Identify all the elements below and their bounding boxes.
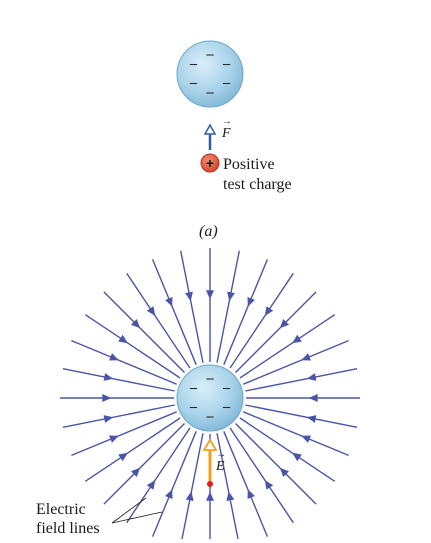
field-line — [181, 433, 204, 540]
negative-charge-mark: − — [206, 85, 215, 102]
negative-sphere-b — [176, 364, 244, 432]
field-line — [216, 250, 240, 363]
vector-arrow-icon: → — [216, 449, 226, 460]
field-line-arrowhead — [306, 373, 317, 381]
field-line — [245, 404, 358, 428]
field-line-arrowhead — [279, 467, 289, 477]
field-line-arrowhead — [165, 489, 173, 499]
field-line-arrowhead — [165, 297, 173, 307]
negative-charge-mark: − — [189, 381, 198, 398]
field-lines-pointer-1 — [111, 497, 147, 524]
field-line-arrowhead — [102, 394, 112, 402]
field-line — [84, 417, 181, 482]
test-charge-label-line1: Positive — [223, 156, 275, 173]
field-line-arrowhead — [103, 415, 114, 423]
negative-charge-mark: − — [189, 57, 198, 74]
field-lines-label-line2: field lines — [36, 520, 100, 537]
field-line-arrowhead — [306, 415, 317, 423]
panel-b: −−−−−− — [60, 248, 360, 540]
force-arrow-head — [203, 123, 217, 135]
field-line-arrowhead — [206, 290, 214, 300]
e-field-label: → E — [216, 449, 226, 475]
field-line — [180, 250, 204, 363]
field-line-arrowhead — [227, 291, 235, 302]
field-line-arrowhead — [146, 306, 156, 316]
field-line — [62, 368, 175, 392]
field-line-arrowhead — [109, 435, 119, 443]
field-line — [229, 427, 294, 524]
field-line-arrowhead — [292, 452, 302, 462]
positive-test-charge — [200, 153, 220, 173]
vector-arrow-icon: → — [222, 116, 232, 127]
negative-charge-mark: − — [206, 47, 215, 64]
field-line — [62, 404, 175, 428]
field-line-arrowhead — [279, 319, 289, 329]
negative-charge-mark: − — [222, 400, 231, 417]
field-lines-label: Electric field lines — [36, 500, 100, 538]
field-lines-pointer-2 — [111, 511, 163, 524]
test-charge-label-line2: test charge — [223, 176, 292, 193]
field-line-arrowhead — [131, 467, 141, 477]
test-charge-sign: + — [206, 155, 214, 171]
field-line-arrowhead — [301, 353, 311, 361]
field-line — [243, 339, 349, 385]
negative-charge-mark: − — [189, 400, 198, 417]
field-line — [84, 314, 181, 379]
field-line-arrowhead — [103, 373, 114, 381]
field-line-arrowhead — [185, 291, 193, 302]
panel-a: −−−−−− + — [176, 40, 244, 173]
negative-charge-mark: − — [222, 57, 231, 74]
field-line — [239, 314, 336, 379]
field-line — [235, 423, 317, 505]
negative-charge-mark: − — [222, 381, 231, 398]
field-line-arrowhead — [118, 452, 128, 462]
field-line — [235, 291, 317, 373]
negative-sphere-a — [176, 40, 244, 108]
field-line-arrowhead — [226, 491, 235, 501]
negative-charge-mark: − — [206, 371, 215, 388]
field-point — [207, 481, 213, 487]
field-line-arrowhead — [131, 319, 141, 329]
field-line-arrowhead — [292, 334, 302, 344]
field-line-arrowhead — [264, 480, 274, 490]
panel-a-caption: (a) — [199, 223, 218, 240]
field-line — [216, 433, 239, 540]
field-line — [151, 431, 197, 537]
negative-charge-mark: − — [189, 76, 198, 93]
field-lines — [60, 248, 360, 540]
field-line-arrowhead — [264, 306, 274, 316]
field-line — [103, 291, 185, 373]
e-field-arrow-head — [202, 438, 218, 451]
field-line-arrowhead — [206, 491, 214, 501]
field-lines-label-line1: Electric — [36, 501, 86, 518]
negative-charge-marks-b: −−−−−− — [189, 371, 231, 426]
force-label: → F — [222, 116, 232, 142]
field-line — [223, 259, 269, 365]
field-line-arrowhead — [185, 491, 194, 501]
field-line — [103, 423, 185, 505]
field-line — [223, 431, 269, 537]
field-line-arrowhead — [247, 297, 255, 307]
field-line-arrowhead — [247, 489, 255, 499]
field-line-arrowhead — [118, 334, 128, 344]
field-line — [229, 272, 294, 369]
field-line-arrowhead — [109, 353, 119, 361]
field-line-arrowhead — [308, 394, 318, 402]
negative-charge-mark: − — [206, 409, 215, 426]
negative-charge-mark: − — [222, 76, 231, 93]
field-line-arrowhead — [301, 435, 311, 443]
field-line — [243, 411, 349, 457]
negative-charge-marks-a: −−−−−− — [189, 47, 231, 102]
field-line — [151, 259, 197, 365]
field-line-arrowhead — [146, 480, 156, 490]
field-line — [71, 411, 177, 457]
test-charge-label: Positive test charge — [223, 155, 292, 195]
field-line — [245, 368, 358, 392]
field-line — [126, 427, 191, 524]
field-line — [239, 417, 336, 482]
field-line — [71, 339, 177, 385]
field-line — [126, 272, 191, 369]
